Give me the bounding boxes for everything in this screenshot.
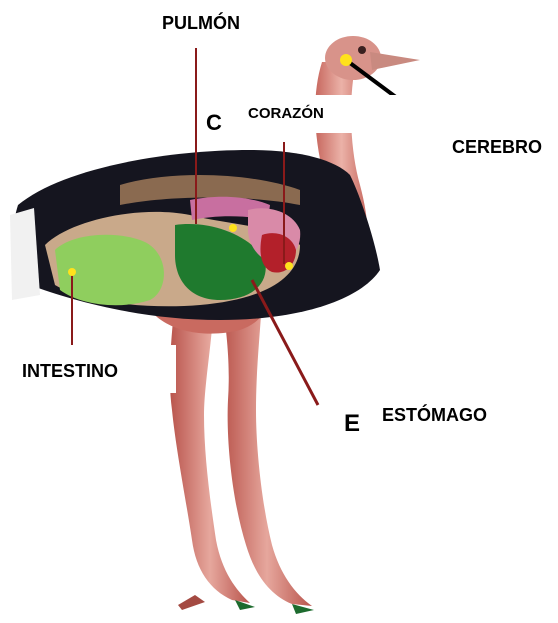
pulmon-marker (229, 224, 237, 232)
co-remnant-letter: C (206, 112, 222, 134)
cerebro-marker (340, 54, 352, 66)
corazon-label: CORAZÓN (248, 106, 324, 121)
corazon-marker (285, 262, 293, 270)
cerebro-label: CEREBRO (452, 138, 542, 156)
intestino-label: INTESTINO (22, 362, 118, 380)
intestino-marker (68, 268, 76, 276)
head (325, 36, 420, 80)
pulmon-label: PULMÓN (162, 14, 240, 32)
estomago-label: ESTÓMAGO (382, 406, 487, 424)
legs (170, 300, 314, 614)
e-remnant-letter: E (344, 412, 360, 436)
